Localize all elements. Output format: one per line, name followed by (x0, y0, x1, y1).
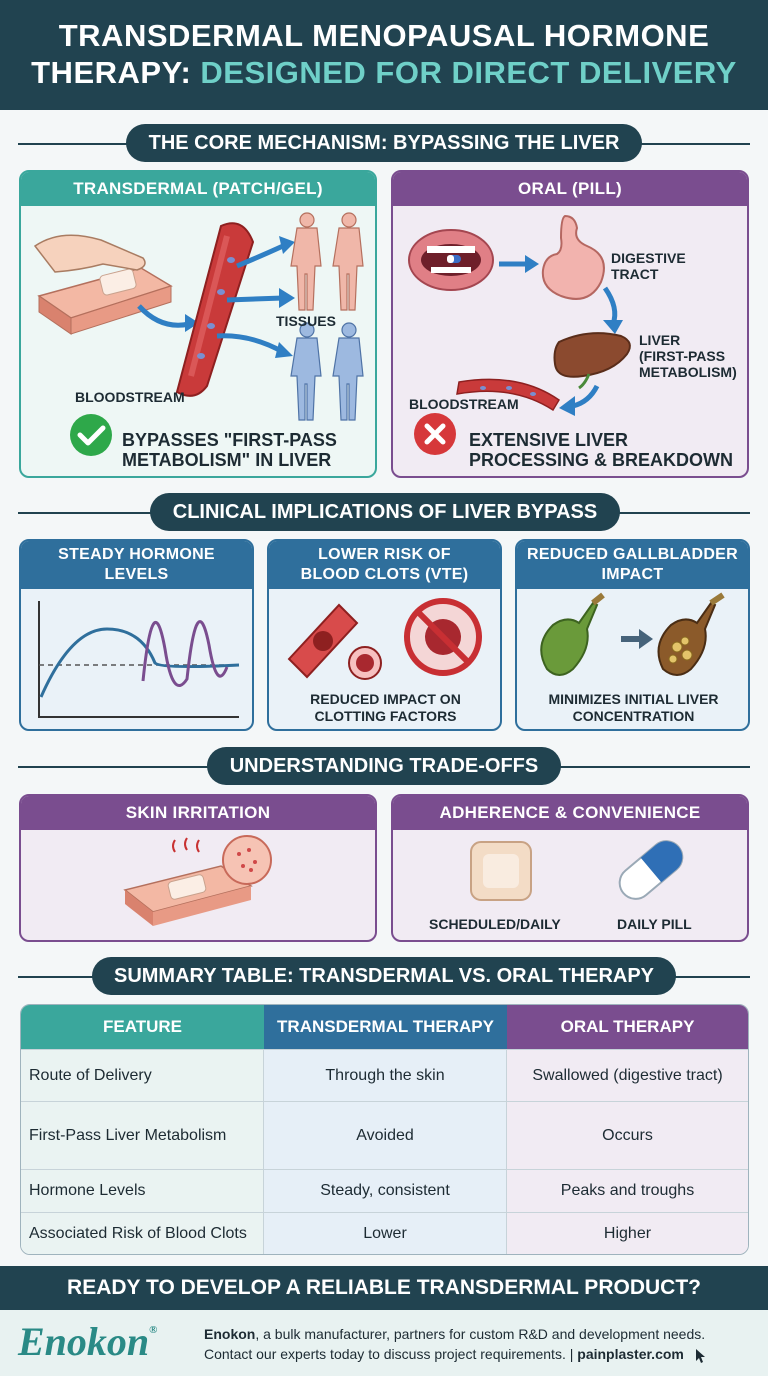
table-cell: Lower (264, 1212, 507, 1254)
core-section-title: THE CORE MECHANISM: BYPASSING THE LIVER (126, 124, 642, 162)
transdermal-header: TRANSDERMAL THERAPY (264, 1005, 507, 1049)
footer-text-line-2: Contact our experts today to discuss pro… (204, 1346, 578, 1362)
registered-mark: ® (149, 1324, 158, 1336)
page-header: TRANSDERMAL MENOPAUSAL HORMONE THERAPY: … (0, 0, 768, 110)
transdermal-result-line-1: BYPASSES "FIRST-PASS (122, 430, 337, 450)
summary-table: FEATURE TRANSDERMAL THERAPY ORAL THERAPY… (20, 1004, 749, 1255)
table-cell: Avoided (264, 1101, 507, 1169)
daily-pill-label: DAILY PILL (617, 916, 692, 932)
table-cell: Through the skin (264, 1049, 507, 1101)
oral-result-line-2: PROCESSING & BREAKDOWN (469, 450, 734, 470)
table-cell: Higher (507, 1212, 748, 1254)
oral-result: EXTENSIVE LIVER PROCESSING & BREAKDOWN (469, 430, 733, 470)
steady-levels-title: STEADY HORMONE LEVELS (21, 541, 252, 589)
skin-irritation-panel: SKIN IRRITATION (19, 794, 377, 942)
summary-section-title: SUMMARY TABLE: TRANSDERMAL VS. ORAL THER… (92, 957, 676, 995)
gallbladder-title: REDUCED GALLBLADDER IMPACT (517, 541, 748, 589)
adherence-title: ADHERENCE & CONVENIENCE (393, 796, 747, 830)
table-cell: Steady, consistent (264, 1169, 507, 1212)
table-cell: Route of Delivery (21, 1049, 264, 1101)
transdermal-panel: TRANSDERMAL (PATCH/GEL) TIS (19, 170, 377, 478)
liver-line-2: (FIRST-PASS (639, 348, 726, 364)
transdermal-panel-title: TRANSDERMAL (PATCH/GEL) (21, 172, 375, 206)
skin-irritation-title: SKIN IRRITATION (21, 796, 375, 830)
adherence-illustration (470, 840, 684, 901)
steady-levels-card: STEADY HORMONE LEVELS (19, 539, 254, 731)
blood-clot-title: LOWER RISK OF BLOOD CLOTS (VTE) (269, 541, 500, 589)
clinical-section-heading: CLINICAL IMPLICATIONS OF LIVER BYPASS (0, 493, 768, 531)
table-cell: Swallowed (digestive tract) (507, 1049, 748, 1101)
steady-title-line-2: LEVELS (104, 566, 169, 583)
clot-caption-line-1: REDUCED IMPACT ON (310, 691, 461, 707)
cta-banner: READY TO DEVELOP A RELIABLE TRANSDERMAL … (0, 1266, 768, 1310)
title-line-2-white: THERAPY: (31, 55, 201, 90)
clot-title-line-1: LOWER RISK OF (318, 546, 451, 563)
check-icon (70, 414, 112, 456)
transdermal-diagram (33, 212, 364, 456)
table-row: Route of Delivery Through the skin Swall… (21, 1049, 748, 1101)
tradeoffs-section-title: UNDERSTANDING TRADE-OFFS (207, 747, 561, 785)
blood-clot-card: LOWER RISK OF BLOOD CLOTS (VTE) REDUCED I… (267, 539, 502, 731)
adherence-panel: ADHERENCE & CONVENIENCE SCHEDULED/DAILY … (391, 794, 749, 942)
footer: Enokon® Enokon, a bulk manufacturer, par… (0, 1310, 768, 1376)
core-section-heading: THE CORE MECHANISM: BYPASSING THE LIVER (0, 124, 768, 162)
bloodstream-label: BLOODSTREAM (75, 389, 185, 405)
digestive-line-1: DIGESTIVE (611, 250, 686, 266)
gall-caption-line-1: MINIMIZES INITIAL LIVER (548, 691, 719, 707)
table-row: Associated Risk of Blood Clots Lower Hig… (21, 1212, 748, 1254)
digestive-label: DIGESTIVE TRACT (611, 250, 686, 282)
clinical-section-title: CLINICAL IMPLICATIONS OF LIVER BYPASS (150, 493, 620, 531)
feature-header: FEATURE (21, 1005, 264, 1049)
table-row: Hormone Levels Steady, consistent Peaks … (21, 1169, 748, 1212)
title-line-2-teal: DESIGNED FOR DIRECT DELIVERY (200, 55, 737, 90)
liver-line-1: LIVER (639, 332, 681, 348)
table-cell: Occurs (507, 1101, 748, 1169)
oral-panel: ORAL (PILL) DIGESTIVE TRACT LIVER (FIRST… (391, 170, 749, 478)
footer-brand: Enokon (204, 1326, 256, 1342)
table-cell: First-Pass Liver Metabolism (21, 1101, 264, 1169)
footer-text-line-1: , a bulk manufacturer, partners for cust… (255, 1326, 706, 1342)
clot-caption-line-2: CLOTTING FACTORS (314, 708, 457, 724)
gallbladder-card: REDUCED GALLBLADDER IMPACT MINIMIZES INIT… (515, 539, 750, 731)
tissues-label: TISSUES (276, 313, 336, 329)
cursor-icon (695, 1349, 705, 1364)
footer-text: Enokon, a bulk manufacturer, partners fo… (204, 1324, 706, 1364)
enokon-logo: Enokon® (18, 1318, 157, 1365)
oral-result-line-1: EXTENSIVE LIVER (469, 430, 629, 450)
oral-diagram (408, 214, 631, 455)
transdermal-result: BYPASSES "FIRST-PASS METABOLISM" IN LIVE… (122, 430, 337, 470)
website-link[interactable]: painplaster.com (577, 1346, 684, 1362)
table-header-row: FEATURE TRANSDERMAL THERAPY ORAL THERAPY (21, 1005, 748, 1049)
table-cell: Hormone Levels (21, 1169, 264, 1212)
oral-header: ORAL THERAPY (507, 1005, 748, 1049)
oral-panel-title: ORAL (PILL) (393, 172, 747, 206)
summary-section-heading: SUMMARY TABLE: TRANSDERMAL VS. ORAL THER… (0, 957, 768, 995)
clot-title-line-2: BLOOD CLOTS (VTE) (300, 566, 469, 583)
table-cell: Associated Risk of Blood Clots (21, 1212, 264, 1254)
title-line-2: THERAPY: DESIGNED FOR DIRECT DELIVERY (0, 54, 768, 92)
liver-label: LIVER (FIRST-PASS METABOLISM) (639, 332, 737, 380)
skin-irritation-illustration (123, 835, 272, 926)
gallbladder-illustration (540, 592, 725, 676)
gall-caption-line-2: CONCENTRATION (572, 708, 695, 724)
clot-illustration (287, 598, 482, 680)
oral-bloodstream-label: BLOODSTREAM (409, 396, 519, 412)
liver-line-3: METABOLISM) (639, 364, 737, 380)
logo-text: Enokon (18, 1319, 150, 1364)
table-row: First-Pass Liver Metabolism Avoided Occu… (21, 1101, 748, 1169)
title-line-1: TRANSDERMAL MENOPAUSAL HORMONE (58, 18, 710, 53)
scheduled-label: SCHEDULED/DAILY (429, 916, 561, 932)
gall-title-line-2: IMPACT (601, 566, 664, 583)
steady-title-line-1: STEADY HORMONE (58, 546, 215, 563)
gall-title-line-1: REDUCED GALLBLADDER (526, 546, 739, 563)
hormone-level-graph (38, 601, 240, 718)
table-cell: Peaks and troughs (507, 1169, 748, 1212)
transdermal-result-line-2: METABOLISM" IN LIVER (122, 450, 332, 470)
tradeoffs-section-heading: UNDERSTANDING TRADE-OFFS (0, 747, 768, 785)
digestive-line-2: TRACT (611, 266, 659, 282)
